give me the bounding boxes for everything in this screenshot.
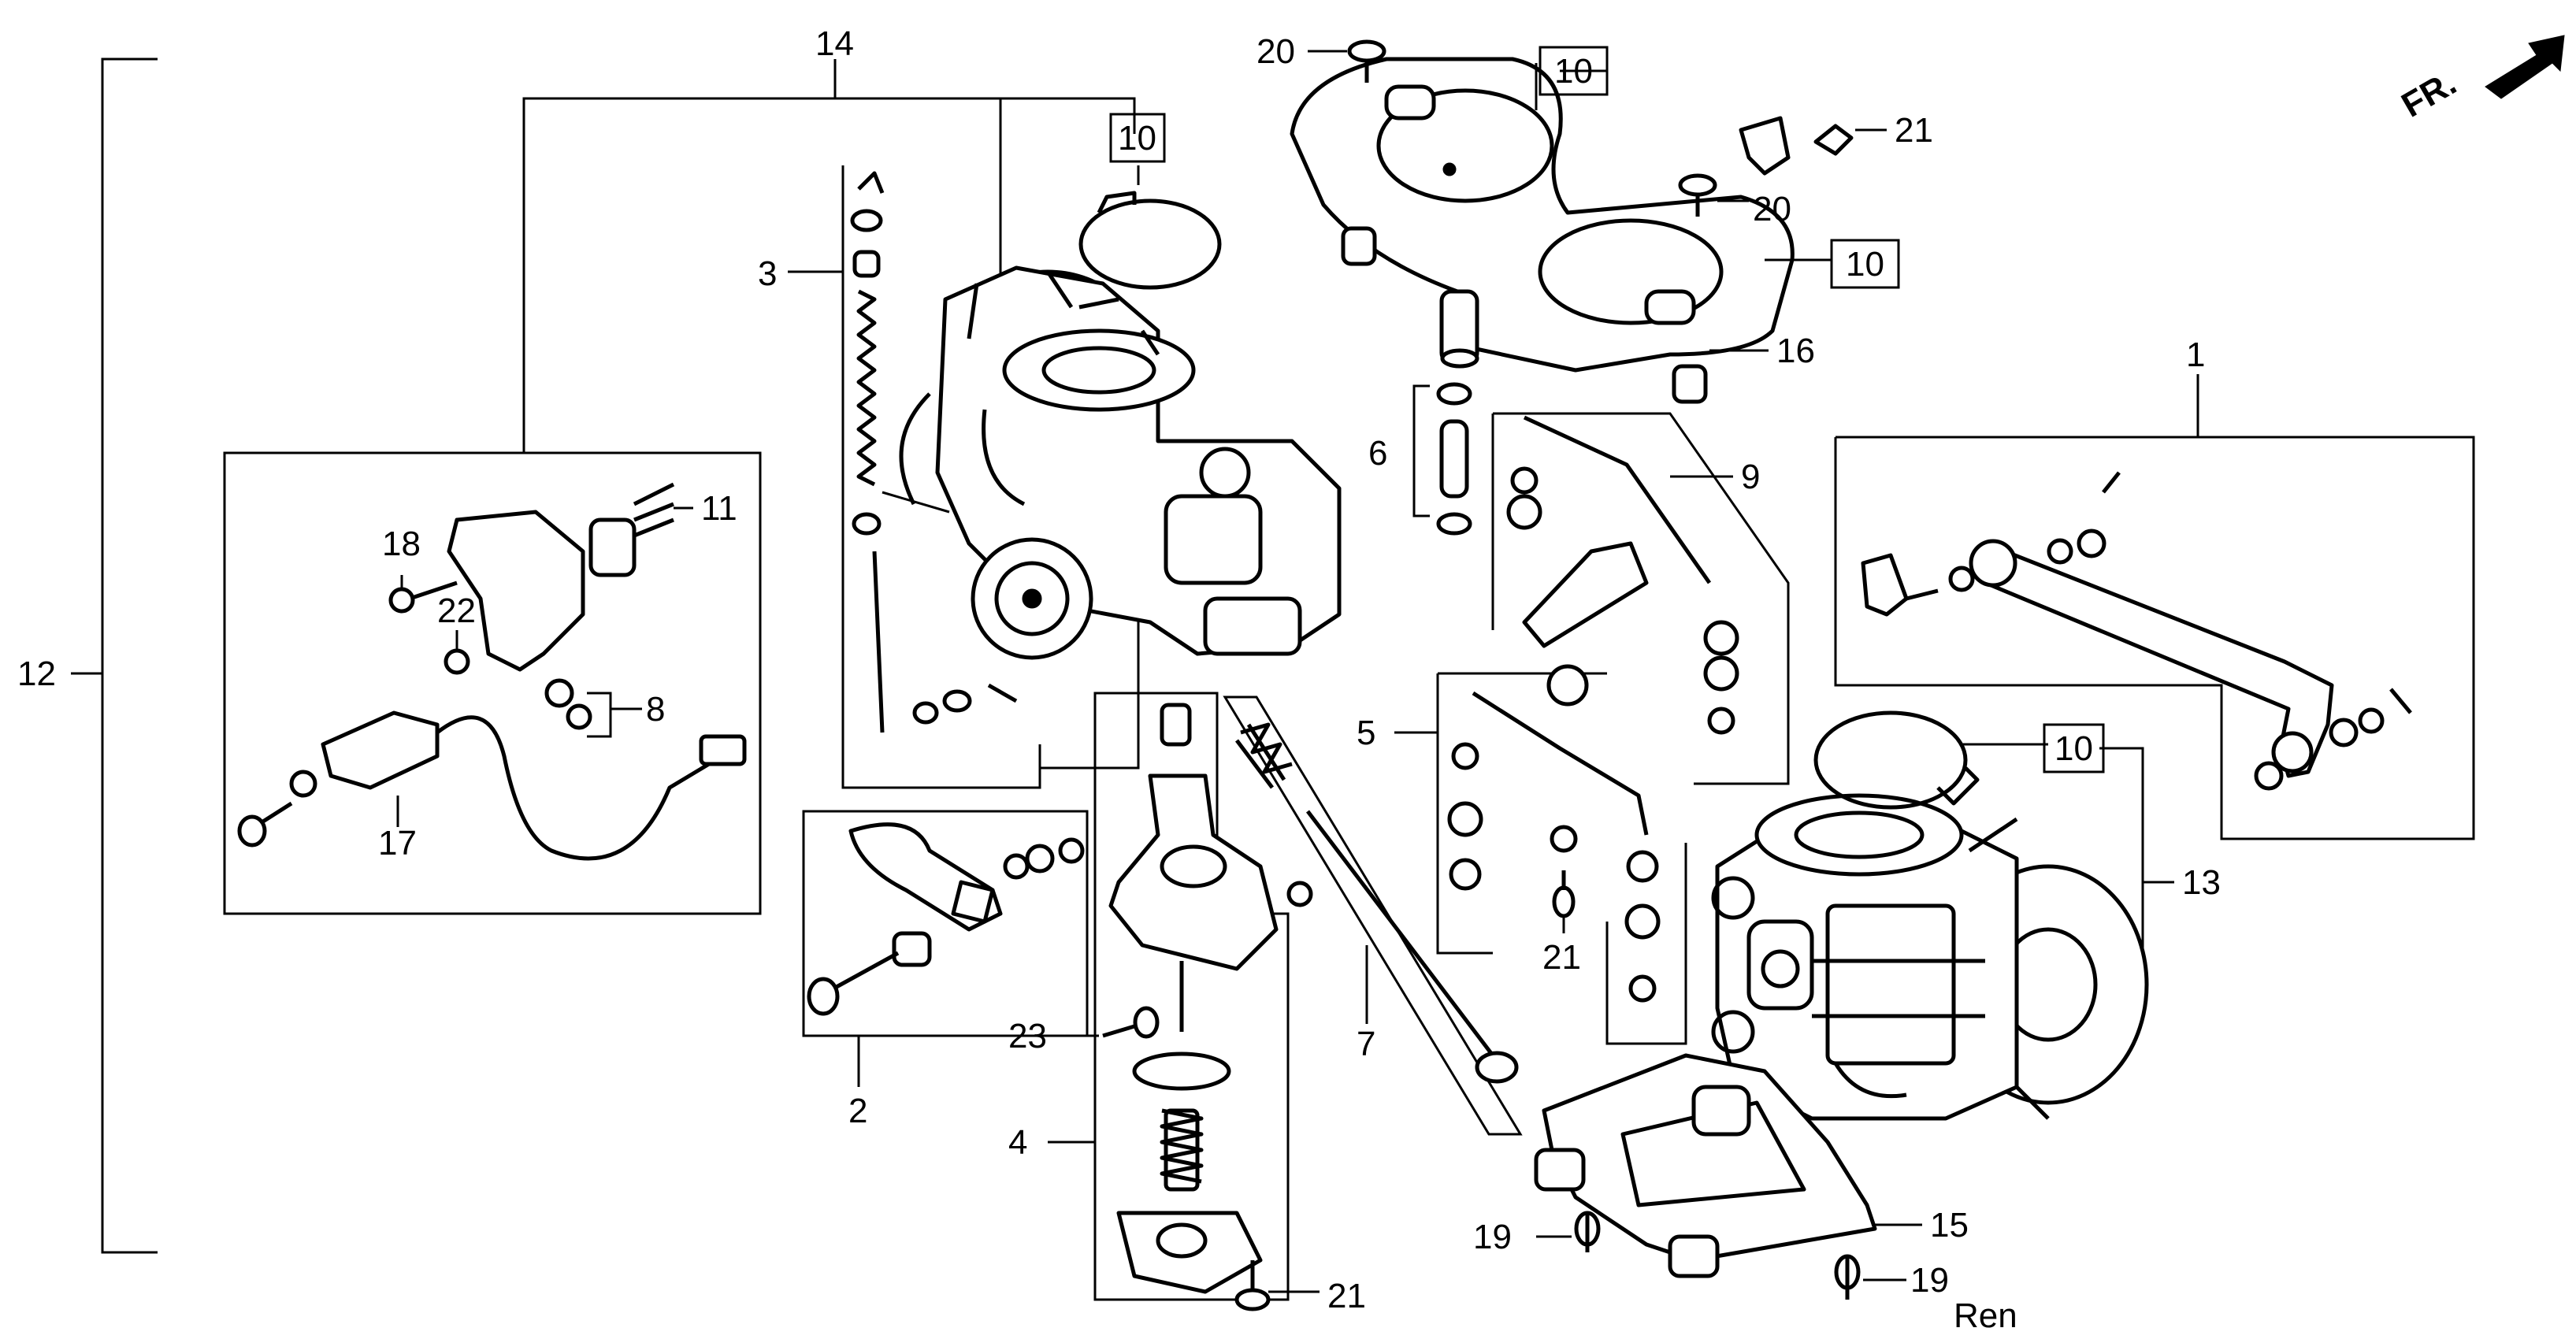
carb-bracket-15 xyxy=(1534,1053,1922,1278)
link-arm-9 xyxy=(1506,415,1739,735)
callout-5: 5 xyxy=(1357,714,1375,752)
callout-19b: 19 xyxy=(1910,1261,1949,1300)
switch-assembly-frame xyxy=(223,451,762,915)
callout-21a: 21 xyxy=(1895,111,1933,150)
assembly-bracket-12 xyxy=(71,57,158,1254)
callout-16: 16 xyxy=(1776,332,1815,370)
callout-2: 2 xyxy=(848,1092,867,1130)
callout-17: 17 xyxy=(378,824,417,862)
callout-20a: 20 xyxy=(1256,32,1295,71)
callout-7: 7 xyxy=(1357,1025,1375,1063)
callout-1: 1 xyxy=(2186,336,2205,374)
throttle-link-frame xyxy=(1834,374,2475,840)
callout-labels: 1 2 3 4 5 6 7 8 9 11 12 13 14 15 16 17 1… xyxy=(17,24,2221,1315)
callout-23: 23 xyxy=(1008,1017,1047,1055)
callout-20b: 20 xyxy=(1753,190,1791,228)
callout-11: 11 xyxy=(701,489,737,528)
fuel-joint-6 xyxy=(1436,382,1472,536)
carburetor-13 xyxy=(1711,793,2149,1121)
fuel-joint-bracket xyxy=(1412,384,1430,517)
front-direction-label: FR. xyxy=(2396,64,2463,125)
callout-10d: 10 xyxy=(2054,729,2093,768)
choke-lever-frame xyxy=(802,810,1089,1087)
callout-9: 9 xyxy=(1741,458,1760,496)
air-cut-valve-4 xyxy=(1108,703,1313,1294)
fasteners xyxy=(396,39,2048,1311)
callout-12: 12 xyxy=(17,655,56,693)
callout-10c: 10 xyxy=(1846,245,1884,284)
callout-4: 4 xyxy=(1008,1123,1027,1162)
callout-21c: 21 xyxy=(1327,1277,1366,1315)
front-direction-arrow: FR. xyxy=(2396,35,2565,125)
callout-13: 13 xyxy=(2182,863,2221,902)
throttle-stop-frame xyxy=(1223,695,1523,1136)
choke-lever-2 xyxy=(807,822,1085,1016)
callout-8: 8 xyxy=(646,690,665,729)
switch-assembly xyxy=(237,482,747,861)
fast-idle-link-5 xyxy=(1447,664,1661,1003)
callout-14: 14 xyxy=(815,24,854,63)
carburetor-14 xyxy=(882,265,1342,660)
boxed-callouts: 10 10 10 10 xyxy=(1109,46,2105,773)
link-arm-frame xyxy=(1491,412,1790,785)
artist-signature: Ren xyxy=(1954,1296,2017,1335)
callout-10b: 10 xyxy=(1118,119,1156,158)
callout-15: 15 xyxy=(1930,1206,1969,1244)
callout-3: 3 xyxy=(758,254,777,293)
callout-19a: 19 xyxy=(1473,1218,1512,1256)
throttle-stop-7 xyxy=(1235,723,1519,1084)
callout-18: 18 xyxy=(382,525,421,563)
needle-assembly-frame xyxy=(788,165,1041,789)
throttle-link-1 xyxy=(1861,471,2412,791)
air-plate-16 xyxy=(1290,57,1795,404)
callout-21b: 21 xyxy=(1542,938,1581,977)
callout-6: 6 xyxy=(1368,434,1387,473)
callout-22: 22 xyxy=(437,592,476,630)
